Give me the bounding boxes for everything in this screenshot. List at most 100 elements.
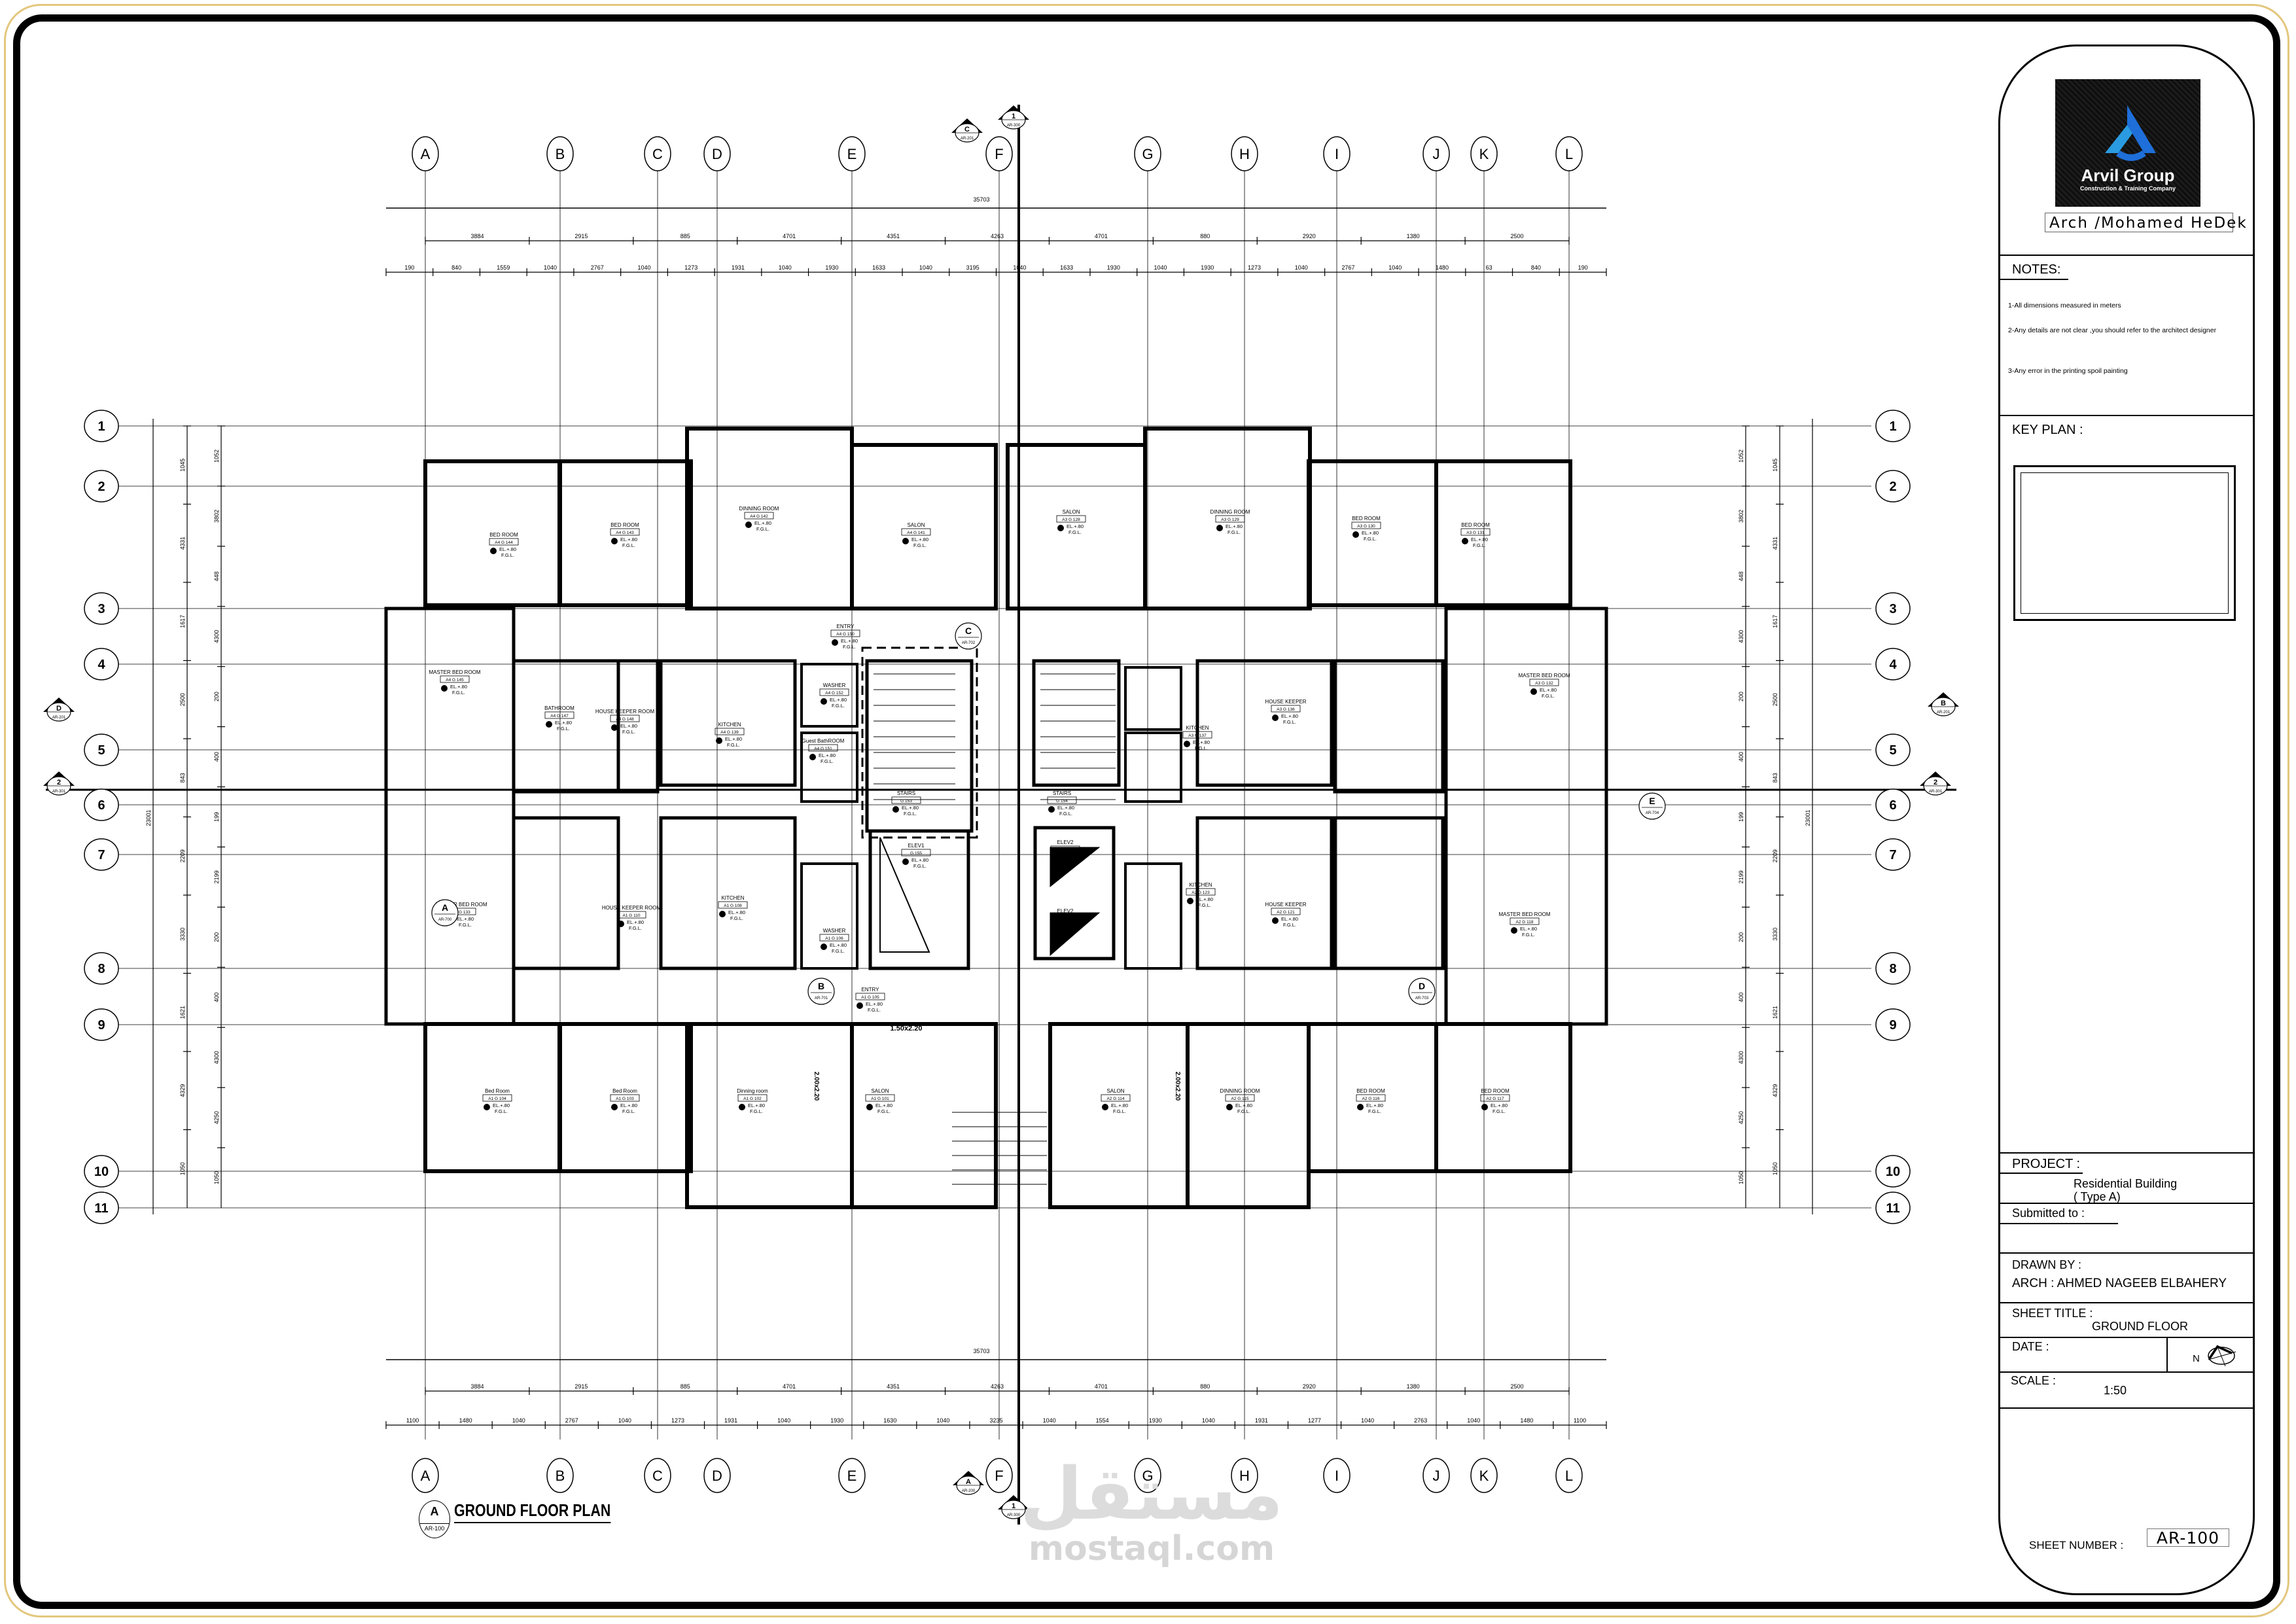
grid-bubble-3: 3 xyxy=(84,592,119,625)
svg-text:EL.+.80: EL.+.80 xyxy=(748,1103,765,1108)
divider xyxy=(2000,1152,2253,1154)
svg-text:4331: 4331 xyxy=(179,537,186,550)
svg-text:EL.+.80: EL.+.80 xyxy=(875,1103,892,1108)
svg-text:A1 G 104: A1 G 104 xyxy=(488,1097,506,1101)
svg-text:1: 1 xyxy=(1012,1502,1016,1510)
svg-text:BED ROOM: BED ROOM xyxy=(610,522,639,528)
svg-text:A2 G 116: A2 G 116 xyxy=(1362,1097,1380,1101)
svg-text:A4 G 151: A4 G 151 xyxy=(814,747,832,751)
svg-text:A4 G 150: A4 G 150 xyxy=(836,632,855,637)
plan-title-text: GROUND FLOOR PLAN xyxy=(454,1500,611,1523)
svg-text:EL.+.80: EL.+.80 xyxy=(819,752,836,758)
svg-text:1480: 1480 xyxy=(459,1417,472,1424)
svg-text:1630: 1630 xyxy=(883,1417,896,1424)
svg-text:ELEV1: ELEV1 xyxy=(908,843,925,849)
grid-bubble-11: 11 xyxy=(84,1192,119,1224)
svg-text:AR-702: AR-702 xyxy=(962,641,976,645)
svg-text:2: 2 xyxy=(1934,779,1937,786)
svg-text:DINNING ROOM: DINNING ROOM xyxy=(739,506,779,512)
svg-text:4701: 4701 xyxy=(1095,233,1108,239)
svg-text:35703: 35703 xyxy=(973,196,989,203)
detail-callout-icon: DAR-703 xyxy=(1408,978,1436,1005)
svg-text:4: 4 xyxy=(1889,658,1897,672)
grid-bubble-1: 1 xyxy=(84,410,119,442)
svg-text:6: 6 xyxy=(1889,798,1896,813)
svg-text:4329: 4329 xyxy=(179,1084,186,1097)
svg-text:A1 G 106: A1 G 106 xyxy=(825,936,843,941)
project-heading: PROJECT : xyxy=(2012,1157,2081,1171)
svg-text:WASHER: WASHER xyxy=(823,682,846,688)
svg-text:G 154: G 154 xyxy=(1056,799,1068,803)
svg-text:1273: 1273 xyxy=(1248,264,1261,271)
svg-text:4300: 4300 xyxy=(1738,630,1744,643)
svg-text:1930: 1930 xyxy=(1107,264,1120,271)
svg-text:B: B xyxy=(1941,699,1946,707)
svg-text:A4 G 148: A4 G 148 xyxy=(616,717,634,722)
svg-text:2915: 2915 xyxy=(574,233,588,239)
svg-text:880: 880 xyxy=(1200,1383,1210,1390)
svg-text:200: 200 xyxy=(1738,692,1744,701)
svg-text:A1 G 102: A1 G 102 xyxy=(743,1097,762,1101)
svg-text:EL.+.80: EL.+.80 xyxy=(457,916,474,922)
svg-text:EL.+.80: EL.+.80 xyxy=(1193,739,1210,745)
scale-value: 1:50 xyxy=(2104,1384,2127,1397)
svg-text:1040: 1040 xyxy=(936,1417,949,1424)
opening-label: 1.50x2.20 xyxy=(891,1025,923,1033)
svg-text:F.G.L.: F.G.L. xyxy=(629,925,642,931)
svg-text:F.G.L.: F.G.L. xyxy=(1522,932,1535,938)
svg-text:MASTER BED ROOM: MASTER BED ROOM xyxy=(1498,911,1550,917)
svg-text:EL.+.80: EL.+.80 xyxy=(866,1001,883,1007)
svg-text:SALON: SALON xyxy=(871,1088,889,1094)
grid-bubble-F: F xyxy=(985,136,1013,171)
svg-text:F.G.L.: F.G.L. xyxy=(622,729,635,735)
svg-text:1554: 1554 xyxy=(1096,1417,1109,1424)
svg-text:A2 G 123: A2 G 123 xyxy=(1192,891,1210,895)
section-marker-icon: 1AR-300 xyxy=(998,1495,1029,1519)
svg-text:840: 840 xyxy=(451,264,461,271)
svg-text:3235: 3235 xyxy=(989,1417,1002,1424)
svg-text:199: 199 xyxy=(1738,812,1744,822)
svg-text:EL.+.80: EL.+.80 xyxy=(728,909,745,915)
svg-text:1621: 1621 xyxy=(1772,1006,1778,1019)
svg-text:11: 11 xyxy=(94,1201,108,1216)
svg-text:A: A xyxy=(421,146,431,162)
grid-bubble-A: A xyxy=(412,136,439,171)
svg-text:EL.+.80: EL.+.80 xyxy=(620,1103,637,1108)
svg-text:AR-300: AR-300 xyxy=(1007,1513,1021,1517)
svg-text:EL.+.80: EL.+.80 xyxy=(902,805,919,811)
svg-text:SALON: SALON xyxy=(1106,1088,1124,1094)
svg-text:STAIRS: STAIRS xyxy=(897,790,915,796)
opening-label: 2.00x2.20 xyxy=(813,1072,820,1101)
grid-bubble-6: 6 xyxy=(1875,788,1911,821)
svg-text:448: 448 xyxy=(1738,571,1744,581)
svg-text:1480: 1480 xyxy=(1520,1417,1533,1424)
svg-text:2920: 2920 xyxy=(1303,233,1316,239)
svg-text:4351: 4351 xyxy=(887,233,900,239)
svg-text:ENTRY: ENTRY xyxy=(837,624,855,629)
divider xyxy=(2000,1203,2253,1204)
logo-mark-icon xyxy=(2105,105,2156,161)
svg-text:Bed Room: Bed Room xyxy=(485,1088,510,1094)
grid-bubble-C: C xyxy=(644,136,671,171)
submitted-to-heading: Submitted to : xyxy=(2012,1207,2085,1220)
svg-text:1621: 1621 xyxy=(179,1006,186,1019)
svg-text:EL.+.80: EL.+.80 xyxy=(555,720,572,726)
grid-bubble-2: 2 xyxy=(84,470,119,503)
opening-label: 2.00x2.20 xyxy=(1174,1072,1181,1101)
svg-text:448: 448 xyxy=(213,571,220,581)
svg-text:1040: 1040 xyxy=(779,264,792,271)
divider xyxy=(2000,1223,2118,1224)
divider xyxy=(2000,1173,2083,1174)
detail-callout-icon: BAR-701 xyxy=(807,978,835,1005)
drawn-by-heading: DRAWN BY : xyxy=(2012,1258,2082,1271)
